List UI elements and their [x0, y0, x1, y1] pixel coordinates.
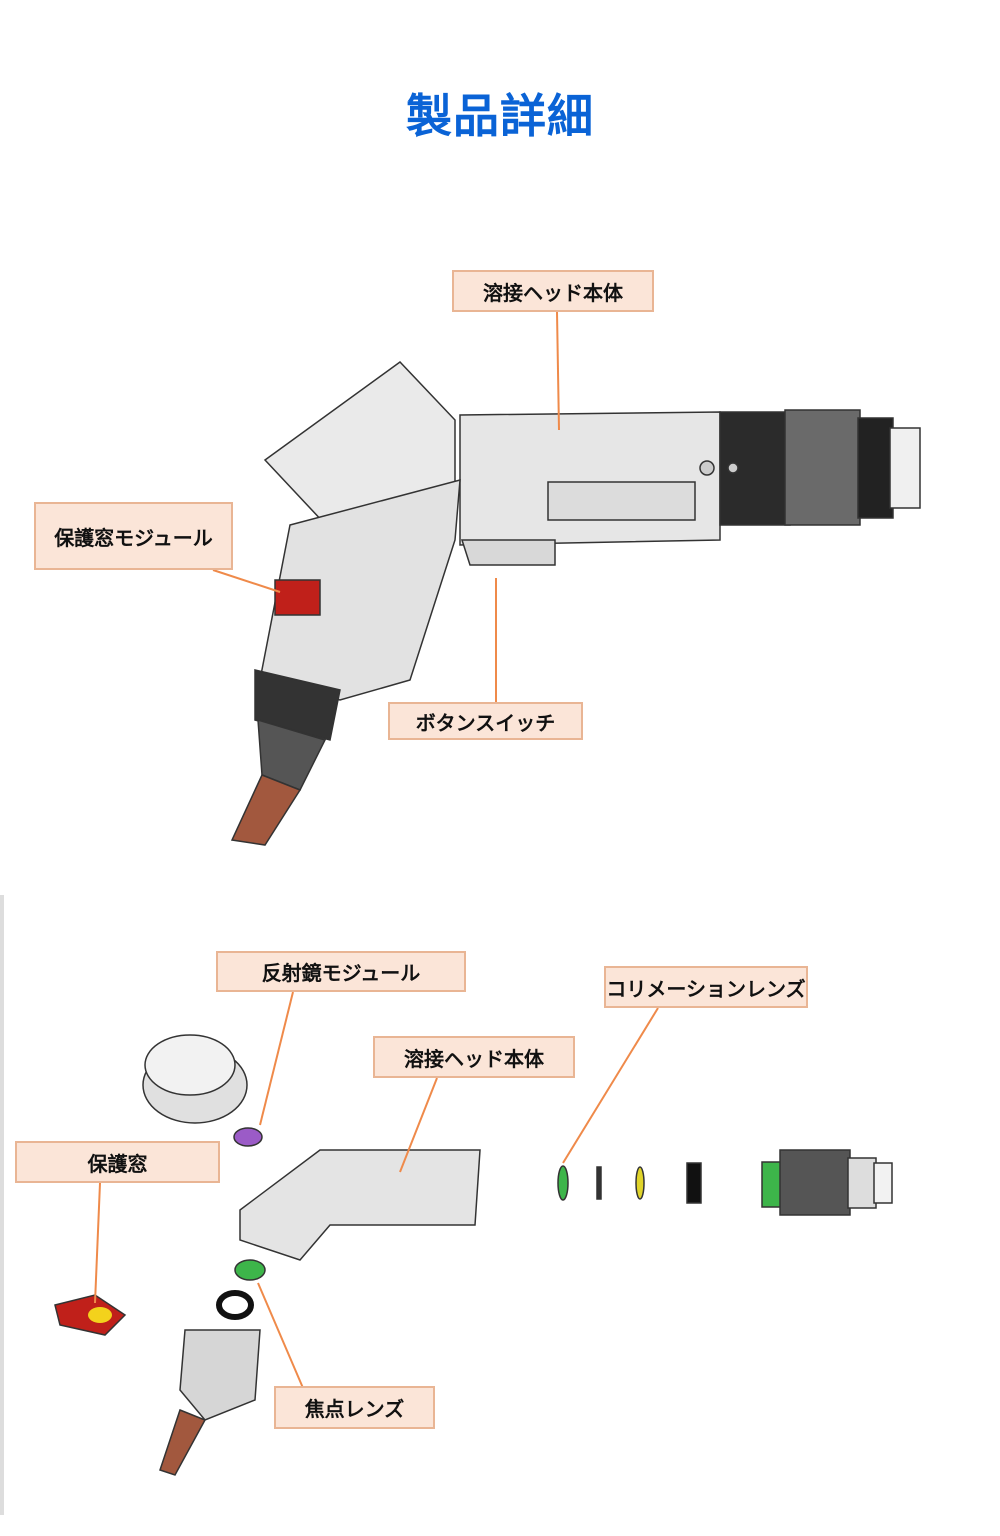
section-divider: [0, 895, 4, 1515]
label-collimation-lens: コリメーションレンズ: [604, 966, 808, 1008]
label-exploded-body: 溶接ヘッド本体: [373, 1036, 575, 1078]
collimator-part: [761, 1149, 893, 1216]
exploded-parts: [54, 1034, 893, 1476]
leader-lines-bottom: [94, 991, 659, 1389]
leader-lines-top: [212, 311, 560, 702]
label-protective-window: 保護窓: [15, 1141, 220, 1183]
body-part: [239, 1149, 481, 1261]
focus-lens-part: [234, 1259, 266, 1281]
collimation-lens-part: [557, 1165, 569, 1201]
mirror-lens-part: [233, 1127, 263, 1147]
label-protective-window-module: 保護窓モジュール: [34, 502, 233, 570]
nozzle-tip-part: [159, 1409, 207, 1476]
page-title: 製品詳細: [406, 89, 594, 143]
label-button-switch: ボタンスイッチ: [388, 702, 583, 740]
mirror-module-part: [142, 1034, 248, 1124]
nozzle-module-part: [179, 1329, 261, 1421]
label-welding-head-body: 溶接ヘッド本体: [452, 270, 654, 312]
label-mirror-module: 反射鏡モジュール: [216, 951, 466, 992]
label-focus-lens: 焦点レンズ: [274, 1386, 435, 1429]
seal-ring-part: [216, 1290, 254, 1320]
assembled-welding-head: [230, 361, 921, 846]
